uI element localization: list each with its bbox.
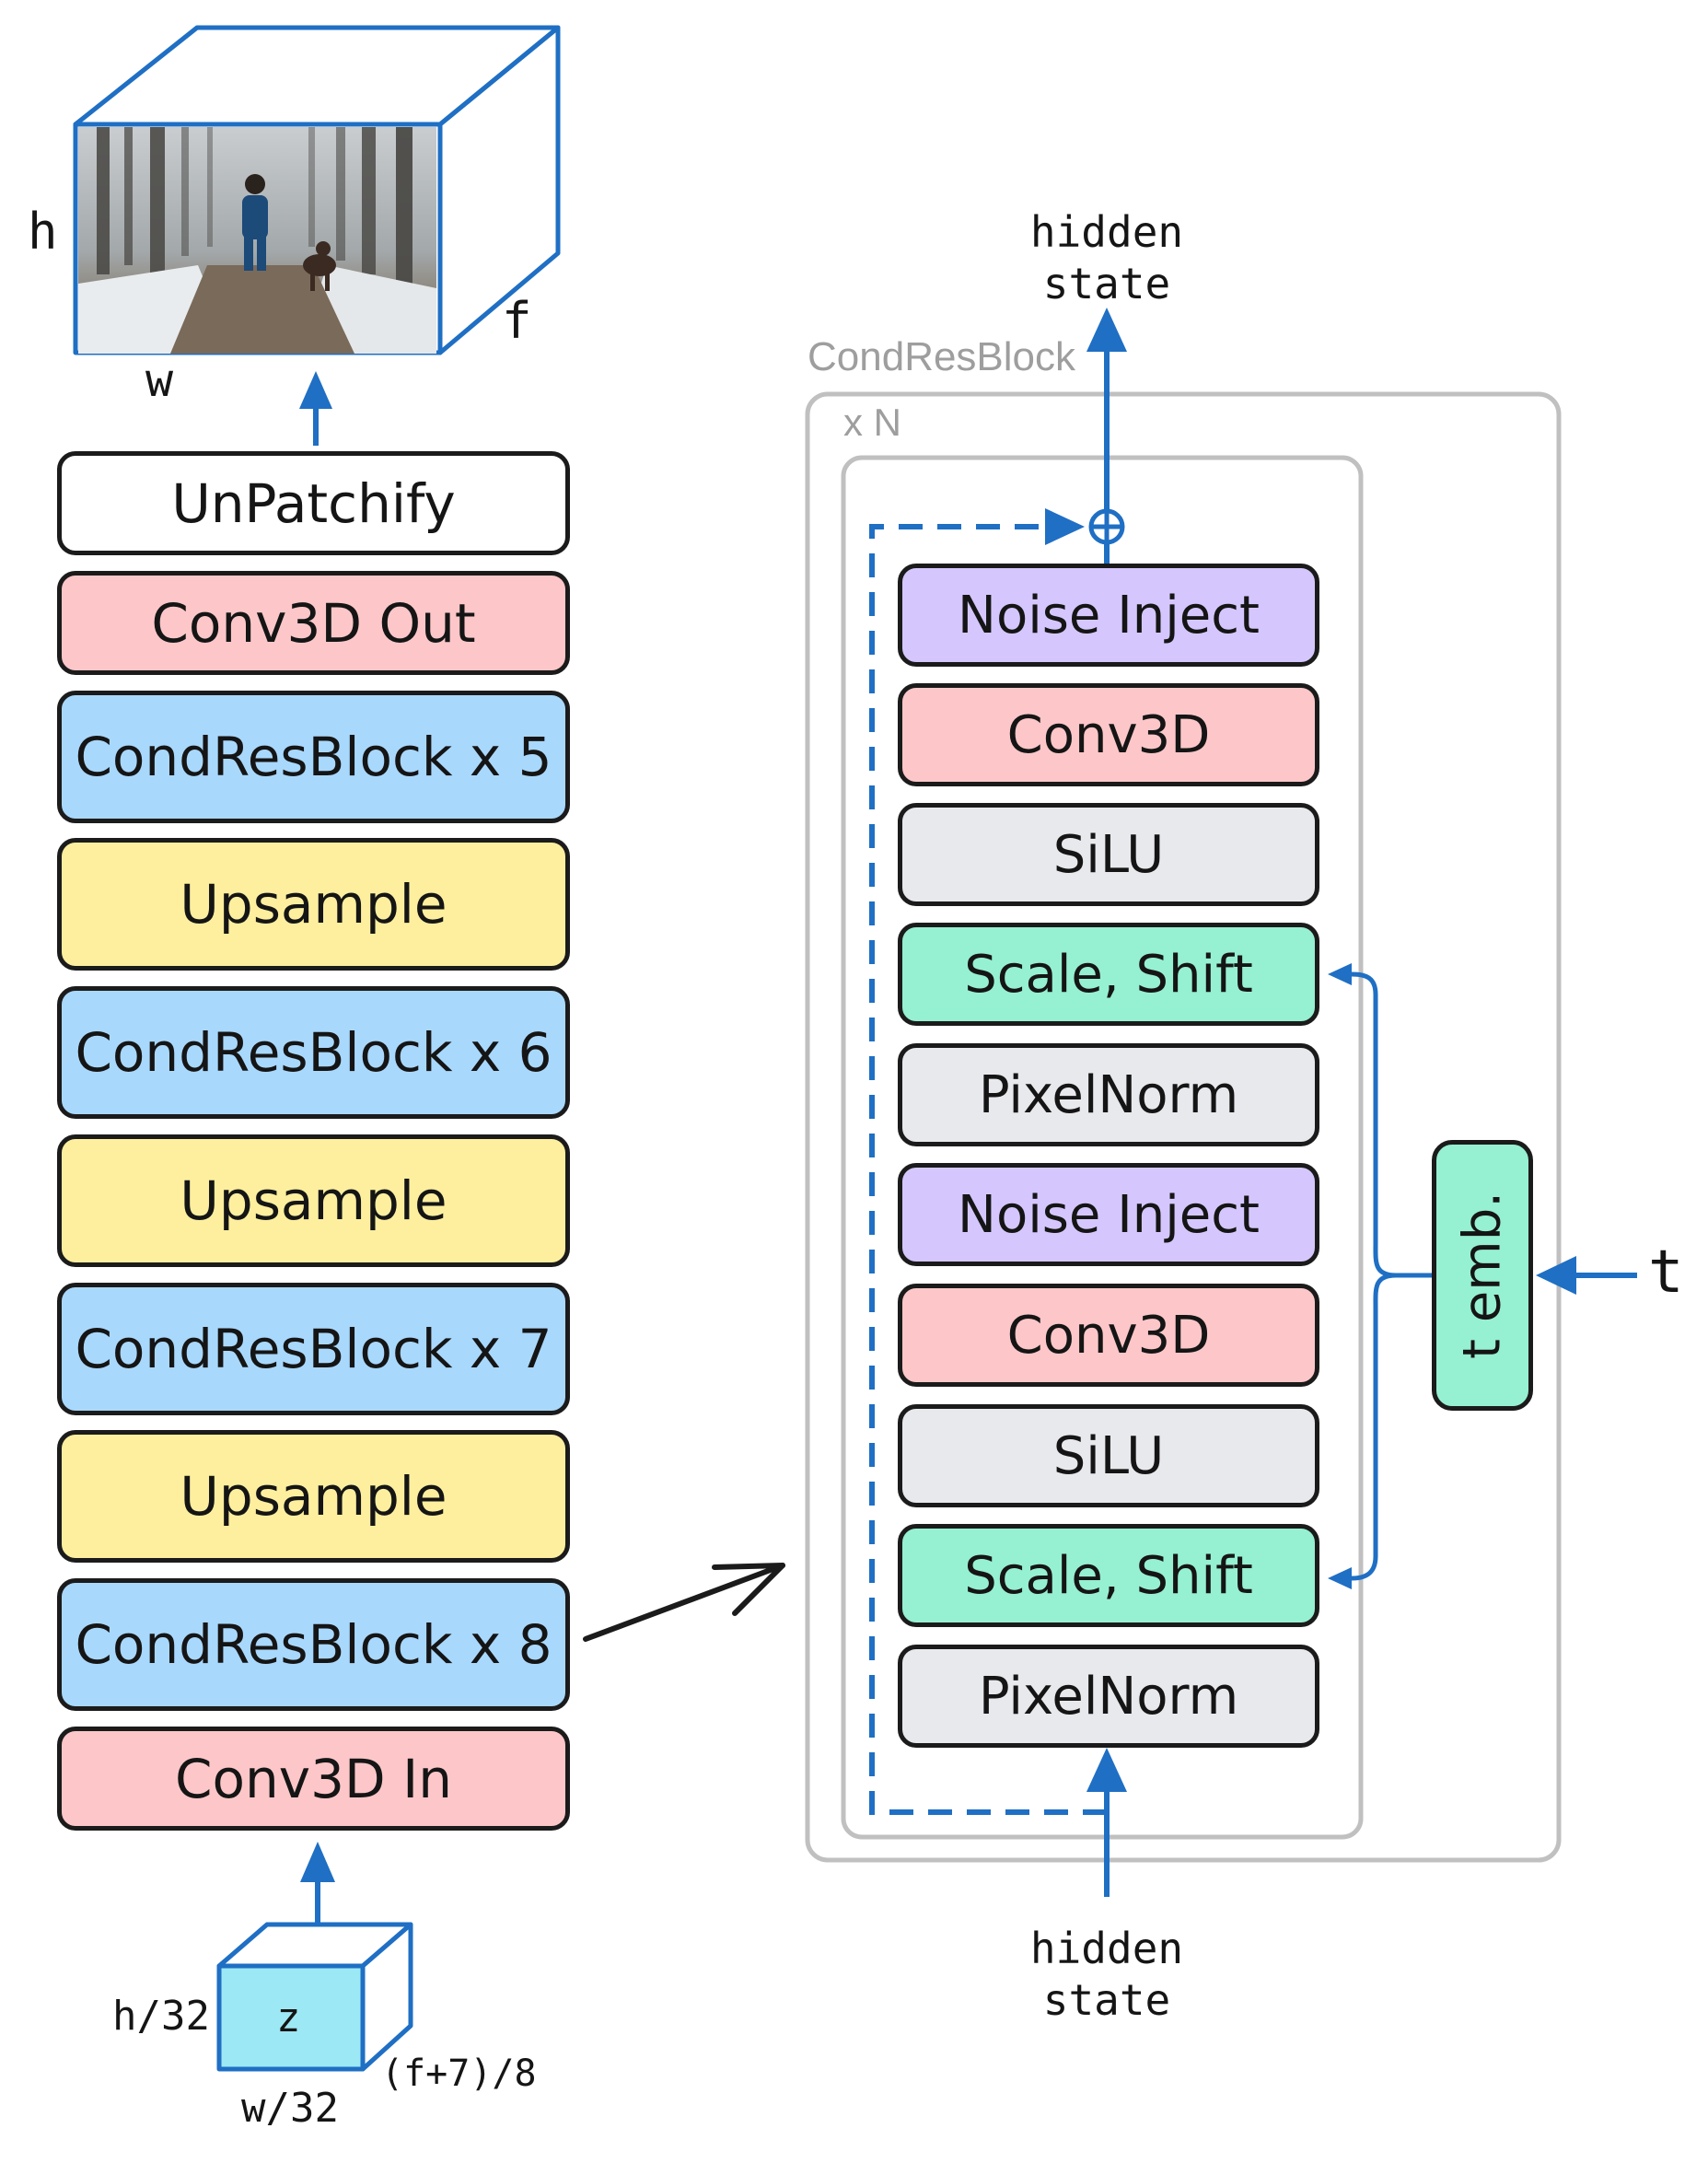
input-hidden-line1: hidden <box>1029 1924 1184 1973</box>
residual-skip-connection <box>869 508 1107 1815</box>
decoder-condresblock-5: CondResBlock x 5 <box>57 691 570 823</box>
condresblock-title: CondResBlock <box>808 334 1076 379</box>
latent-cube <box>216 1922 413 2072</box>
arrow-t-to-temb <box>1536 1256 1637 1295</box>
latent-f-label: (f+7)/8 <box>381 2053 537 2095</box>
decoder-layer-label: Upsample <box>180 1465 447 1528</box>
decoder-unpatchify: UnPatchify <box>57 451 570 555</box>
arrow-input-head <box>1086 1748 1127 1792</box>
arrow-temb-head-top <box>1328 963 1352 985</box>
layer-silu-2: SiLU <box>898 1404 1319 1507</box>
decoder-layer-label: Upsample <box>180 1169 447 1232</box>
decoder-upsample-3: Upsample <box>57 1430 570 1563</box>
layer-scale-shift-1: Scale, Shift <box>898 923 1319 1026</box>
decoder-condresblock-8: CondResBlock x 8 <box>57 1578 570 1711</box>
layer-pixelnorm-1: PixelNorm <box>898 1043 1319 1146</box>
condres-layer-label: PixelNorm <box>978 1064 1239 1125</box>
condres-layer-label: Conv3D <box>1006 1305 1211 1366</box>
layer-noise-inject-1: Noise Inject <box>898 564 1319 667</box>
condres-layer-label: Conv3D <box>1006 704 1211 765</box>
latent-h-label: h/32 <box>112 1993 210 2040</box>
output-hidden-label: hidden state <box>1030 206 1183 309</box>
condresblock-outer-frame <box>805 391 1562 1863</box>
decoder-layer-label: CondResBlock x 5 <box>75 726 552 788</box>
condres-layer-label: SiLU <box>1052 1425 1165 1486</box>
output-w-label: w <box>145 354 174 407</box>
decoder-upsample-2: Upsample <box>57 1134 570 1267</box>
decoder-layer-label: CondResBlock x 7 <box>75 1318 552 1380</box>
condres-layer-label: Noise Inject <box>958 585 1260 645</box>
condresblock-repeat-label: x N <box>843 401 901 444</box>
time-embedding-label: t emb. <box>1452 1191 1513 1360</box>
decoder-condresblock-7: CondResBlock x 7 <box>57 1283 570 1415</box>
output-f-label: f <box>502 292 532 350</box>
condres-layer-label: PixelNorm <box>978 1666 1239 1727</box>
output-hidden-line1: hidden <box>1029 207 1184 257</box>
time-input-label: t <box>1648 1238 1684 1307</box>
time-embedding-box <box>1432 1140 1533 1411</box>
expand-arrow <box>583 1563 785 1642</box>
layer-conv3d-2: Conv3D <box>898 1284 1319 1387</box>
latent-z-label: z <box>276 1994 301 2041</box>
decoder-layer-label: Upsample <box>180 873 447 936</box>
input-hidden-line2: state <box>1042 1975 1171 2025</box>
condres-layer-label: SiLU <box>1052 824 1165 885</box>
video-frame-image <box>78 127 436 354</box>
input-hidden-label: hidden state <box>1030 1923 1183 2026</box>
arrow-unpatchify-to-output <box>299 371 332 446</box>
arrow-output-head <box>1086 308 1127 352</box>
layer-silu-1: SiLU <box>898 803 1319 906</box>
latent-w-label: w/32 <box>241 2085 339 2132</box>
decoder-condresblock-6: CondResBlock x 6 <box>57 986 570 1119</box>
decoder-upsample-1: Upsample <box>57 838 570 971</box>
decoder-layer-label: Conv3D Out <box>151 591 476 655</box>
layer-scale-shift-2: Scale, Shift <box>898 1524 1319 1627</box>
output-h-label: h <box>28 203 58 261</box>
decoder-layer-label: CondResBlock x 6 <box>75 1021 552 1084</box>
decoder-conv3d-out: Conv3D Out <box>57 571 570 675</box>
layer-pixelnorm-2: PixelNorm <box>898 1645 1319 1748</box>
decoder-layer-label: CondResBlock x 8 <box>75 1613 552 1676</box>
layer-conv3d-1: Conv3D <box>898 683 1319 786</box>
residual-add-icon <box>1088 508 1125 545</box>
condresblock-repeat-frame <box>841 455 1364 1840</box>
condres-layer-label: Scale, Shift <box>964 1545 1253 1606</box>
decoder-layer-label: Conv3D In <box>175 1747 452 1810</box>
decoder-layer-label: UnPatchify <box>171 471 456 535</box>
layer-noise-inject-2: Noise Inject <box>898 1163 1319 1266</box>
condres-layer-label: Scale, Shift <box>964 944 1253 1005</box>
arrow-temb-head-bottom <box>1328 1567 1352 1589</box>
output-hidden-line2: state <box>1042 259 1171 308</box>
decoder-conv3d-in: Conv3D In <box>57 1727 570 1831</box>
temb-to-scale-shift-bracket <box>1346 971 1432 1581</box>
condres-layer-label: Noise Inject <box>958 1184 1260 1245</box>
